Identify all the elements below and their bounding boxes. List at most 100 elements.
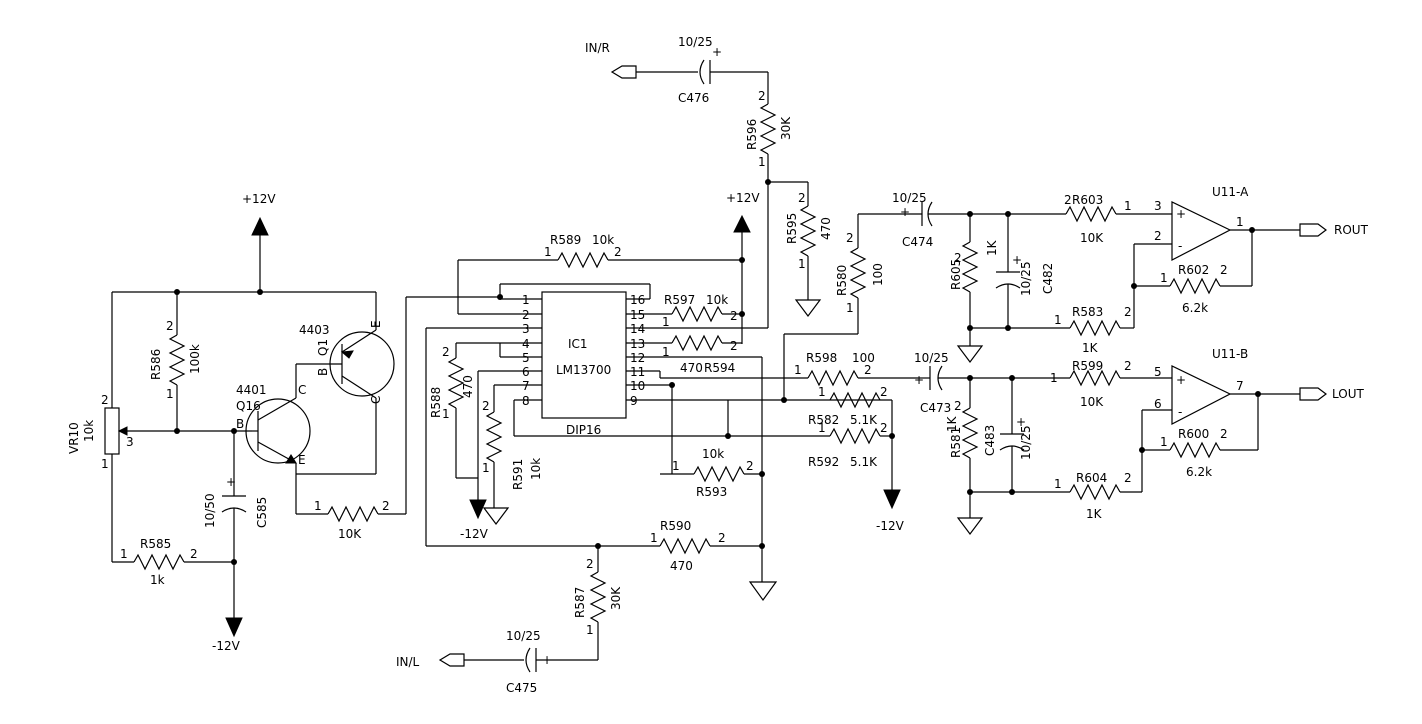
ic1-right-pins: 16 15 14 13 12 11 10 9 xyxy=(626,293,892,408)
ic1-left-pins: 1 2 3 4 5 6 7 8 xyxy=(426,293,542,408)
r588-pin2: 2 xyxy=(442,345,450,359)
r600-pin2: 2 xyxy=(1220,427,1228,441)
q16-ref: Q16 xyxy=(236,399,261,413)
r604-pin1: 1 xyxy=(1054,477,1062,491)
r589-value: 10k xyxy=(592,233,614,247)
r599-value: 10K xyxy=(1080,395,1104,409)
r588-value: 470 xyxy=(461,375,475,398)
rout-label: ROUT xyxy=(1334,223,1369,237)
r584-value: 10K xyxy=(338,527,362,541)
r587-value: 30K xyxy=(609,586,623,610)
c585-plus: + xyxy=(226,475,236,489)
r605-value: 1K xyxy=(985,239,999,256)
r605-ref: R605 xyxy=(949,259,963,290)
r593-pin1: 1 xyxy=(672,459,680,473)
q16-c: C xyxy=(298,383,306,397)
ic1-pin-14: 14 xyxy=(630,322,645,336)
ic1-pin-7: 7 xyxy=(522,379,530,393)
left-bias-section: +12V 2 1 R586 100k 2 1 3 VR10 10k xyxy=(67,192,500,653)
ic1-ref: IC1 xyxy=(568,337,588,351)
ic1-periphery: 1 2 R589 10k +12V R597 10k 1 2 1 2 470 R… xyxy=(425,182,808,602)
r603-value: 10K xyxy=(1080,231,1104,245)
r603-pin2: 2 xyxy=(1064,193,1072,207)
u11b-pin-out: 7 xyxy=(1236,379,1244,393)
ic1-pin-15: 15 xyxy=(630,308,645,322)
r586-pin1: 1 xyxy=(166,387,174,401)
r595-value: 470 xyxy=(819,217,833,240)
r599-pin2: 2 xyxy=(1124,359,1132,373)
in-r-label: IN/R xyxy=(585,41,610,55)
q16-part: 4401 xyxy=(236,383,267,397)
vr10-pin3: 3 xyxy=(126,435,134,449)
r581-ref: R581 xyxy=(949,427,963,458)
r598-ref: R598 xyxy=(806,351,837,365)
r603-ref: R603 xyxy=(1072,193,1103,207)
u11b-ref: U11-B xyxy=(1212,347,1248,361)
c473-value: 10/25 xyxy=(914,351,949,365)
r592-pin2: 2 xyxy=(880,421,888,435)
u11a-pin-minus: 2 xyxy=(1154,229,1162,243)
q1-b: B xyxy=(316,368,330,376)
r593-pin2: 2 xyxy=(746,459,754,473)
q16-e: E xyxy=(298,453,306,467)
r583-ref: R583 xyxy=(1072,305,1103,319)
vee-label-mid: -12V xyxy=(460,527,489,541)
ic1-pin-12: 12 xyxy=(630,351,645,365)
r586-ref: R586 xyxy=(149,349,163,380)
c482-value: 10/25 xyxy=(1019,261,1033,296)
r600-value: 6.2k xyxy=(1186,465,1212,479)
vr10-pin2: 2 xyxy=(101,393,109,407)
ic1-pin-16: 16 xyxy=(630,293,645,307)
ic1-pin-1: 1 xyxy=(522,293,530,307)
u11a-pin-out: 1 xyxy=(1236,215,1244,229)
r582-ref: R582 xyxy=(808,413,839,427)
c475-value: 10/25 xyxy=(506,629,541,643)
r599-ref: R599 xyxy=(1072,359,1103,373)
vcc-label-mid: +12V xyxy=(726,191,760,205)
c473-ref: C473 xyxy=(920,401,951,415)
c585-value: 10/50 xyxy=(203,493,217,528)
r597-pin1: 1 xyxy=(662,315,670,329)
r590-ref: R590 xyxy=(660,519,691,533)
u11a-pin-plus: 3 xyxy=(1154,199,1162,213)
r593-ref: R593 xyxy=(696,485,727,499)
c483-plus: + xyxy=(1016,415,1026,429)
l-channel-output: + 10/25 C473 2 R581 1K + C483 10/25 1 2 … xyxy=(914,347,1364,535)
u11a-plus-sign: + xyxy=(1176,207,1186,221)
u11b-pin-minus: 6 xyxy=(1154,397,1162,411)
q1-part: 4403 xyxy=(299,323,330,337)
r596-pin1: 1 xyxy=(758,155,766,169)
r602-pin2: 2 xyxy=(1220,263,1228,277)
vr10-pin1: 1 xyxy=(101,457,109,471)
u11b-minus-sign: - xyxy=(1178,405,1182,419)
r582-value: 5.1K xyxy=(850,413,878,427)
r580-value: 100 xyxy=(871,263,885,286)
r590-pin2: 2 xyxy=(718,531,726,545)
ic1-part: LM13700 xyxy=(556,363,611,377)
ic1-package: DIP16 xyxy=(566,423,601,437)
r602-pin1: 1 xyxy=(1160,271,1168,285)
r593-value: 10k xyxy=(702,447,724,461)
u11a-minus-sign: - xyxy=(1178,239,1182,253)
c476-value: 10/25 xyxy=(678,35,713,49)
ic1-pin-6: 6 xyxy=(522,365,530,379)
r595-pin2: 2 xyxy=(798,191,806,205)
r599-pin1: 1 xyxy=(1050,371,1058,385)
r605-pin2: 2 xyxy=(954,251,962,265)
r585-ref: R585 xyxy=(140,537,171,551)
r587-pin1: 1 xyxy=(586,623,594,637)
c476-plus: + xyxy=(712,45,722,59)
vr10-value: 10k xyxy=(82,420,96,442)
r585-value: 1k xyxy=(150,573,165,587)
r598-pin2: 2 xyxy=(864,363,872,377)
ic1-pin-2: 2 xyxy=(522,308,530,322)
u11a-ref: U11-A xyxy=(1212,185,1249,199)
r584-pin1: 1 xyxy=(314,499,322,513)
r594-value: 470 xyxy=(680,361,703,375)
ic1-pin-3: 3 xyxy=(522,322,530,336)
r603-pin1: 1 xyxy=(1124,199,1132,213)
input-r-section: IN/R + 10/25 C476 2 1 R596 30K 2 1 R595 … xyxy=(585,35,833,317)
r602-value: 6.2k xyxy=(1182,301,1208,315)
vr10-ref: VR10 xyxy=(67,422,81,454)
c475-plus: + xyxy=(542,653,552,667)
